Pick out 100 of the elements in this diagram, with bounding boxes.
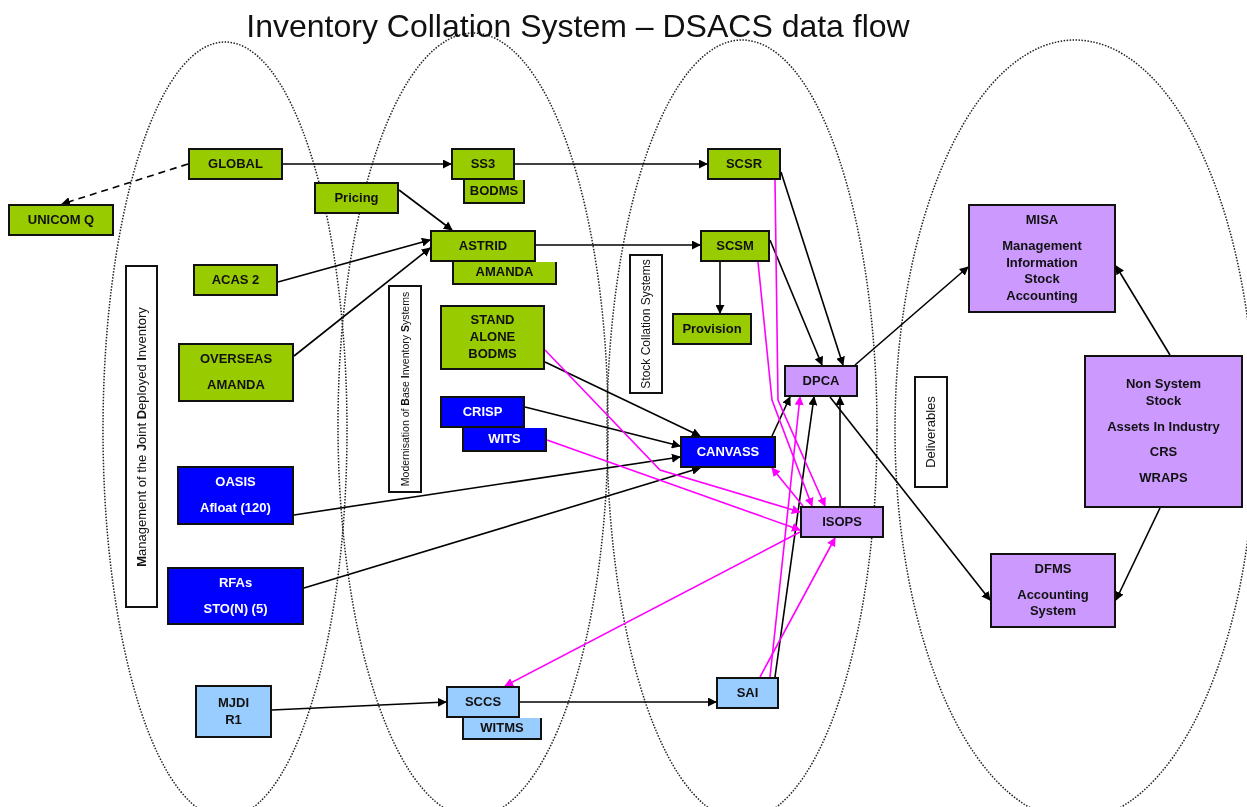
system-box: [446, 686, 520, 718]
arrow: [769, 396, 804, 678]
box-label: UNICOM Q: [27, 211, 95, 229]
box-label: Accounting System: [1016, 586, 1090, 621]
box-label: ASTRID: [458, 237, 508, 255]
system-box: [177, 466, 294, 525]
box-label: DFMS: [1034, 560, 1072, 578]
system-box: [452, 262, 557, 285]
group-label-box: [914, 376, 948, 488]
box-label: GLOBAL: [208, 155, 263, 173]
arrow: [293, 247, 431, 357]
box-label: CRISP: [462, 403, 503, 421]
arrow: [277, 237, 431, 283]
system-box: [430, 230, 536, 262]
system-box: [462, 428, 547, 452]
system-box: [968, 204, 1116, 313]
box-label: Afloat (120): [200, 500, 271, 517]
group-label-box: [125, 265, 158, 608]
box-label: SS3: [470, 155, 496, 173]
system-box: [463, 180, 525, 204]
group-label-box: [388, 285, 422, 493]
arrow: [835, 396, 845, 507]
box-label: STO(N) (5): [203, 600, 268, 618]
arrow: [524, 406, 681, 449]
system-box: [195, 685, 272, 738]
box-label: SCSR: [725, 155, 763, 173]
arrow: [519, 697, 717, 707]
box-label: DPCA: [802, 372, 840, 390]
box-label: Provision: [682, 320, 742, 338]
box-label: AMANDA: [475, 264, 534, 281]
box-label: Assets In Industry: [1107, 418, 1220, 436]
arrow: [293, 453, 681, 516]
box-label: Management Information Stock Accounting: [1001, 237, 1083, 306]
system-box: [1084, 355, 1243, 508]
arrow: [774, 179, 826, 507]
system-box: [178, 343, 294, 402]
box-label: WITS: [488, 430, 521, 448]
system-box: [462, 718, 542, 740]
system-box: [188, 148, 283, 180]
system-box: [8, 204, 114, 236]
arrow: [271, 697, 447, 711]
box-label: AMANDA: [207, 377, 265, 394]
box-label: WITMS: [480, 719, 524, 737]
box-label: OVERSEAS: [199, 351, 273, 368]
box-label: BODMS: [469, 182, 519, 200]
arrow: [774, 396, 818, 678]
box-label: RFAs: [218, 574, 253, 592]
box-label: Pricing: [334, 189, 379, 207]
arrow: [504, 531, 801, 687]
arrow: [282, 159, 452, 169]
group-label: Deliverables: [922, 395, 939, 470]
group-label: Management of the Joint Deployed Inventory: [132, 305, 150, 569]
arrow: [398, 189, 453, 231]
arrow: [544, 349, 801, 514]
box-label: CRS: [1149, 444, 1178, 462]
arrow: [854, 266, 969, 366]
box-label: CANVASS: [696, 443, 760, 461]
arrow: [757, 261, 814, 507]
arrow: [1115, 507, 1161, 601]
box-label: MISA: [1025, 211, 1059, 229]
arrow: [544, 361, 701, 437]
system-box: [672, 313, 752, 345]
box-label: ACAS 2: [211, 271, 260, 289]
system-box: [990, 553, 1116, 628]
arrow: [546, 439, 801, 532]
system-box: [784, 365, 858, 397]
box-label: SCSM: [716, 237, 754, 255]
box-label: Non System Stock: [1124, 375, 1203, 410]
arrow: [771, 467, 804, 507]
system-box: [707, 148, 781, 180]
system-box: [680, 436, 776, 468]
box-label: SAI: [736, 684, 759, 702]
arrow: [829, 396, 991, 601]
box-label: OASIS: [215, 474, 256, 491]
arrow: [514, 159, 708, 169]
arrow: [759, 537, 836, 678]
group-label: Modernisation of Base Inventory Systems: [398, 290, 412, 489]
arrow: [303, 466, 701, 589]
arrow: [715, 261, 725, 314]
system-box: [451, 148, 515, 180]
system-box: [193, 264, 278, 296]
system-box: [314, 182, 399, 214]
box-label: SCCS: [464, 693, 502, 711]
system-box: [440, 305, 545, 370]
box-label: ISOPS: [822, 513, 862, 531]
system-box: [716, 677, 779, 709]
diagram-title: Inventory Collation System – DSACS data flow: [245, 8, 911, 45]
arrow: [771, 396, 791, 437]
group-label: Stock Collation Systems: [638, 258, 654, 391]
system-box: [440, 396, 525, 428]
box-label: STAND ALONE BODMS: [467, 312, 518, 363]
group-label-box: [629, 254, 663, 394]
arrow: [1115, 265, 1171, 356]
system-box: [800, 506, 884, 538]
system-box: [700, 230, 770, 262]
arrow: [61, 163, 189, 206]
arrow: [535, 240, 701, 250]
box-label: MJDI R1: [216, 694, 251, 729]
box-label: WRAPS: [1139, 470, 1188, 488]
system-box: [167, 567, 304, 625]
